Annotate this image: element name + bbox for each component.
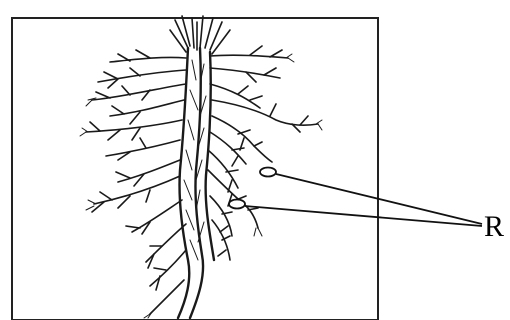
marker-lower-oval — [229, 200, 245, 209]
right-lateral-roots — [208, 46, 318, 260]
main-root-texture — [184, 60, 206, 260]
label-pointers — [229, 168, 482, 227]
root-system-illustration — [80, 16, 322, 318]
label-r: R — [484, 212, 504, 242]
left-lateral-roots — [86, 50, 186, 314]
marker-upper-oval — [260, 168, 276, 177]
main-root — [178, 48, 214, 318]
